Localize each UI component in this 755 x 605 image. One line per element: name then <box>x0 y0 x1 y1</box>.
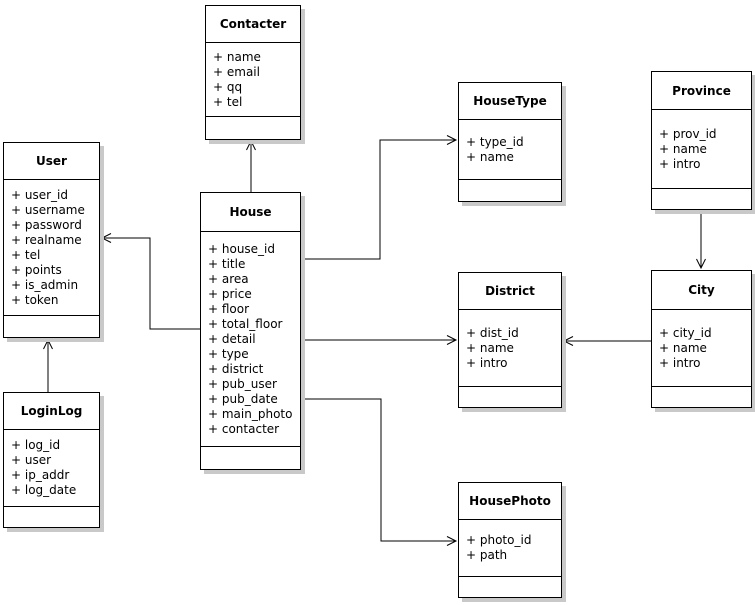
class-attributes: + city_id+ name+ intro <box>652 309 751 386</box>
class-methods-empty <box>652 386 751 407</box>
class-methods-empty <box>206 116 300 139</box>
class-attribute: + realname <box>11 232 82 247</box>
class-title: Contacter <box>219 17 287 31</box>
class-attributes: + log_id+ user+ ip_addr+ log_date <box>4 429 99 506</box>
class-attribute: + log_id <box>11 438 61 452</box>
class-attribute: + ip_addr <box>11 468 70 482</box>
class-attribute: + district <box>208 361 264 376</box>
class-attribute: + token <box>11 292 59 307</box>
class-title: LoginLog <box>20 404 83 418</box>
connector-house-to-user <box>100 233 200 330</box>
class-attribute: + is_admin <box>11 277 79 292</box>
class-attribute: + area <box>208 271 249 286</box>
class-attribute: + photo_id <box>466 533 532 547</box>
class-attribute: + name <box>466 149 514 164</box>
class-attribute: + qq <box>213 79 243 94</box>
class-attribute: + house_id <box>208 241 276 256</box>
class-attributes: + type_id+ name <box>459 119 561 179</box>
class-attribute: + city_id <box>659 325 712 340</box>
class-box-housephoto[interactable]: HousePhoto + photo_id+ path <box>458 482 562 598</box>
class-attribute: + total_floor <box>208 316 283 331</box>
class-attribute: + detail <box>208 331 256 346</box>
class-title: User <box>36 154 67 168</box>
class-attributes: + user_id+ username+ password+ realname+… <box>4 179 99 315</box>
class-title: Province <box>672 83 731 98</box>
class-attribute: + tel <box>11 247 41 262</box>
class-box-house[interactable]: House + house_id+ title+ area+ price+ fl… <box>200 192 301 470</box>
class-attribute: + path <box>466 548 508 562</box>
class-methods-empty <box>201 446 300 469</box>
class-attribute: + name <box>659 141 707 156</box>
connector-house-to-housephoto <box>301 398 458 546</box>
class-attribute: + name <box>659 340 707 355</box>
class-title: HousePhoto <box>469 494 551 508</box>
class-attribute: + log_date <box>11 483 77 497</box>
class-attribute: + intro <box>659 355 701 370</box>
class-attribute: + type <box>208 346 249 361</box>
class-methods-empty <box>4 506 99 527</box>
connector-house-to-housetype <box>301 135 458 260</box>
class-box-province[interactable]: Province + prov_id+ name+ intro <box>651 71 752 210</box>
class-methods-empty <box>652 188 751 209</box>
class-box-loginlog[interactable]: LoginLog + log_id+ user+ ip_addr+ log_da… <box>3 392 100 528</box>
class-attribute: + intro <box>466 355 508 370</box>
class-attributes: + dist_id+ name+ intro <box>459 309 561 386</box>
class-attribute: + password <box>11 217 82 232</box>
class-attributes: + prov_id+ name+ intro <box>652 109 751 188</box>
class-box-city[interactable]: City + city_id+ name+ intro <box>651 270 752 408</box>
class-attributes: + photo_id+ path <box>459 519 561 576</box>
class-methods-empty <box>459 179 561 201</box>
class-attribute: + user <box>11 453 52 467</box>
class-attribute: + main_photo <box>208 406 293 421</box>
class-attributes: + house_id+ title+ area+ price+ floor+ t… <box>201 231 300 446</box>
class-attribute: + prov_id <box>659 126 717 141</box>
class-title: HouseType <box>473 94 547 108</box>
class-box-housetype[interactable]: HouseType + type_id+ name <box>458 82 562 202</box>
class-attribute: + points <box>11 262 62 277</box>
class-attribute: + username <box>11 202 85 217</box>
class-attribute: + pub_date <box>208 391 278 406</box>
class-attribute: + email <box>213 64 260 79</box>
class-attribute: + name <box>466 340 514 355</box>
class-attribute: + name <box>213 49 261 64</box>
class-attribute: + dist_id <box>466 325 519 340</box>
class-attribute: + type_id <box>466 134 524 149</box>
class-attribute: + floor <box>208 301 250 316</box>
class-attribute: + tel <box>213 94 243 109</box>
class-box-contacter[interactable]: Contacter + name+ email+ qq+ tel <box>205 5 301 140</box>
class-methods-empty <box>4 315 99 337</box>
class-box-district[interactable]: District + dist_id+ name+ intro <box>458 272 562 408</box>
class-attribute: + pub_user <box>208 376 277 391</box>
class-title: District <box>485 284 535 298</box>
class-attribute: + intro <box>659 156 701 171</box>
class-attribute: + contacter <box>208 421 280 436</box>
class-attribute: + title <box>208 256 246 271</box>
class-attributes: + name+ email+ qq+ tel <box>206 42 300 116</box>
class-methods-empty <box>459 576 561 597</box>
class-title: City <box>688 283 715 297</box>
class-title: House <box>229 205 272 219</box>
class-attribute: + price <box>208 286 252 301</box>
class-attribute: + user_id <box>11 187 68 202</box>
class-box-user[interactable]: User + user_id+ username+ password+ real… <box>3 142 100 338</box>
class-methods-empty <box>459 386 561 407</box>
